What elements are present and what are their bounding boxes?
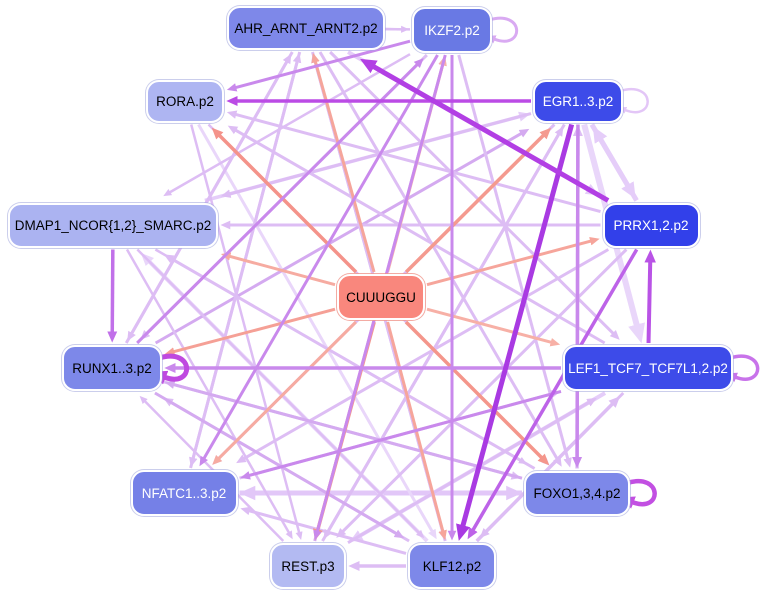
node-runx[interactable]: RUNX1..3.p2 [62,345,162,391]
edge-cuuuggu-prrx [426,237,600,287]
edge-egr-klf12 [456,123,575,541]
edge-prrx-nfatc [236,248,610,464]
node-klf12[interactable]: KLF12.p2 [408,543,496,589]
edge-ikzf2-nfatc [199,54,439,467]
edge-ikzf2-foxo [457,54,572,468]
node-lef1[interactable]: LEF1_TCF7_TCF7L1,2.p2 [563,345,733,391]
edge-lef1-rora [227,125,606,345]
self-loop-lef1 [725,354,760,383]
self-loop-foxo [619,478,657,509]
edge-egr-foxo [572,124,583,469]
edge-ikzf2-dmap [163,53,411,197]
edge-egr-rest [323,123,566,540]
node-foxo[interactable]: FOXO1,3,4.p2 [524,470,630,516]
node-nfatc[interactable]: NFATC1..3.p2 [130,470,238,516]
edge-prrx-ahr [360,58,610,203]
self-loop-ikzf2 [485,16,519,44]
node-ikzf2[interactable]: IKZF2.p2 [412,7,492,53]
edge-cuuuggu-foxo [404,320,550,466]
edge-dmap-foxo [154,248,527,465]
node-rest[interactable]: REST.p3 [270,543,346,589]
edge-ahr-lef1 [329,50,620,340]
self-loop-runx [150,353,190,385]
node-rora[interactable]: RORA.p2 [146,79,224,123]
edge-runx-klf12 [154,391,405,539]
node-dmap[interactable]: DMAP1_NCOR{1,2}_SMARC.p2 [8,202,218,248]
edge-cuuuggu-lef1 [426,307,561,347]
node-egr[interactable]: EGR1..3.p2 [533,79,623,123]
edge-cuuuggu-nfatc [212,320,357,465]
edge-dmap-rest [125,248,293,540]
edge-cuuuggu-ahr [311,52,376,273]
node-prrx[interactable]: PRRX1,2.p2 [602,202,700,248]
edge-rest-lef1 [347,397,597,545]
node-cuuuggu[interactable]: CUUUGGU [337,274,425,320]
edge-cuuuggu-dmap [220,252,336,287]
node-ahr[interactable]: AHR_ARNT_ARNT2.p2 [227,6,385,50]
edge-lef1-prrx [644,249,656,344]
edge-cuuuggu-klf12 [386,321,447,541]
edge-prrx-klf12 [467,248,639,540]
edge-ikzf2-rora [226,39,411,92]
edge-runx-egr [154,128,530,345]
edge-foxo-runx [164,380,523,480]
edge-cuuuggu-egr [404,127,552,274]
edge-ahr-nfatc [189,51,302,468]
edge-runx-ikzf2 [136,58,424,345]
edge-lef1-klf12 [479,391,625,538]
self-loop-egr [618,87,649,114]
edge-dmap-runx [107,249,118,343]
edge-egr-prrx [589,123,636,199]
edge-cuuuggu-runx [164,307,336,356]
edge-cuuuggu-rora [211,127,358,274]
edge-lef1-nfatc [240,389,562,480]
edge-ahr-runx [127,51,294,342]
